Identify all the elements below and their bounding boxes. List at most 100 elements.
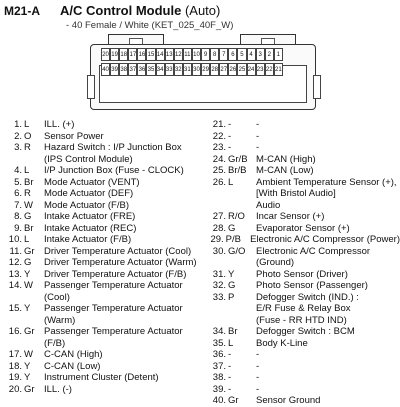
pin-description-line: - [256, 349, 260, 360]
pin-number: 5. [14, 176, 22, 188]
pin-description-line: Ambient Temperature Sensor (+), [256, 176, 397, 188]
pin-description-line: Photo Sensor (Driver) [256, 268, 348, 280]
pin-description: - [256, 142, 400, 154]
connector-pin: 16 [137, 48, 147, 61]
pin-description: Sensor Ground [256, 395, 400, 407]
pin-number: 20. [8, 383, 22, 395]
connector-pin: 7 [219, 48, 229, 61]
connector-pin: 21 [273, 63, 283, 76]
wire-color: P/B [225, 234, 241, 245]
connector-pin: 20 [101, 48, 111, 61]
wire-color: G [24, 211, 32, 222]
connector-pin: 36 [137, 63, 147, 76]
pin-description: Mode Actuator (VENT) [44, 177, 204, 189]
pin-number: 28. [212, 222, 226, 234]
pin-description-line: C-CAN (Low) [44, 360, 101, 372]
pin-description: Photo Sensor (Driver) [256, 269, 400, 281]
wire-color: - [228, 383, 232, 395]
pin-description-line: (Fuse - RR HTD IND) [256, 314, 347, 326]
pin-description-line: Body K-Line [256, 337, 308, 349]
wire-color: O [24, 130, 32, 142]
side-latch-left [87, 75, 95, 99]
wire-color: - [228, 360, 232, 372]
pin-description: Mode Actuator (DEF) [44, 188, 204, 200]
connector-pin: 31 [182, 63, 192, 76]
pin-number: 35. [212, 337, 226, 349]
pin-number: 1. [14, 119, 22, 130]
connector-pin: 30 [191, 63, 202, 76]
pin-description-line: Evaporator Sensor (+) [256, 222, 350, 234]
wire-color: - [228, 130, 232, 142]
wire-color: L [24, 234, 30, 245]
pin-description: ILL. (-) [44, 384, 204, 396]
wire-color: P [228, 291, 235, 303]
pin-number: 4. [14, 165, 22, 176]
connector-subtitle: - 40 Female / White (KET_025_40F_W) [66, 20, 234, 31]
pin-description: Photo Sensor (Passenger) [256, 280, 400, 292]
pin-description: Hazard Switch : I/P Junction Box(IPS Con… [44, 142, 204, 165]
pin-entry: 21.-- [208, 119, 400, 131]
pin-number: 10. [8, 234, 22, 245]
pin-description-line: Incar Sensor (+) [256, 211, 325, 222]
connector-pin: 8 [210, 48, 220, 61]
pin-description-line: Electronic A/C Compressor (Power) [250, 234, 400, 245]
pin-number: 12. [8, 257, 22, 268]
pin-entry: 36.-- [208, 349, 400, 361]
pin-description: Passenger Temperature Actuator(Cool) [44, 280, 204, 303]
pin-entry: 39.-- [208, 384, 400, 396]
pin-number: 3. [14, 142, 22, 153]
connector-pin: 37 [128, 63, 138, 76]
pin-description: Ambient Temperature Sensor (+),[With Bri… [256, 177, 400, 212]
connector-pin: 24 [246, 63, 256, 76]
wire-color: G/O [228, 245, 246, 257]
wire-color: W [24, 280, 33, 291]
connector-pin: 35 [146, 63, 156, 76]
pin-description: C-CAN (High) [44, 349, 204, 361]
pin-description-line: [With Bristol Audio] [256, 188, 336, 199]
pin-description: - [256, 361, 400, 373]
connector-pin: 23 [255, 63, 265, 76]
wire-color: W [24, 349, 33, 360]
pin-number: 22. [212, 130, 226, 142]
connector-pin: 29 [201, 63, 211, 76]
pin-description: - [256, 349, 400, 361]
connector-pin: 1 [273, 48, 283, 61]
wire-color: Y [24, 360, 31, 372]
pin-number: 32. [212, 280, 226, 291]
pin-description: Electronic A/C Compressor(Ground) [256, 246, 400, 269]
pin-number: 16. [8, 326, 22, 337]
wire-color: Br [24, 222, 34, 234]
pin-description: Intake Actuator (REC) [44, 223, 204, 235]
pin-description: Evaporator Sensor (+) [256, 223, 400, 235]
pin-number: 24. [212, 153, 226, 165]
wire-color: Y [228, 268, 235, 280]
pin-description-line: Defogger Switch : BCM [256, 326, 355, 337]
connector-pin: 13 [164, 48, 174, 61]
pin-description: - [256, 372, 400, 384]
pin-description-line: ILL. (-) [44, 383, 72, 395]
pin-description: C-CAN (Low) [44, 361, 204, 373]
pin-number: 17. [8, 349, 22, 360]
connector-pin: 34 [155, 63, 165, 76]
pin-description: Driver Temperature Actuator (F/B) [44, 269, 204, 281]
pin-description-line: - [256, 383, 260, 395]
